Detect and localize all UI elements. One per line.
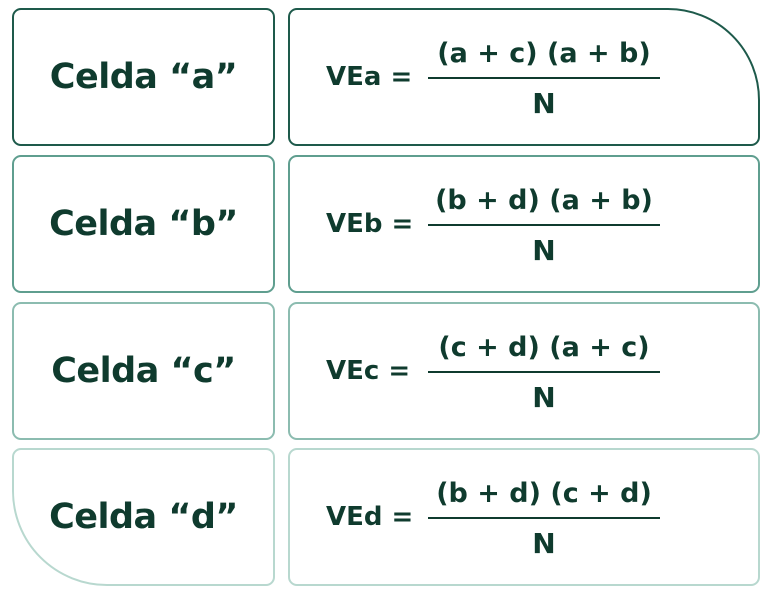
denominator-b: N [532,234,556,267]
formula-lhs-a: VEa = [326,62,413,92]
formula-a: VEa = (a + c) (a + b) N [326,10,660,144]
row-cell-a: Celda “a” VEa = (a + c) (a + b) N [12,8,760,146]
cell-label-b: Celda “b” [49,204,238,244]
cell-label-box-b: Celda “b” [12,155,275,293]
denominator-a: N [532,87,556,120]
denominator-c: N [532,381,556,414]
fraction-d: (b + d) (c + d) N [428,450,660,584]
cell-label-d: Celda “d” [49,497,238,537]
fraction-b: (b + d) (a + b) N [428,157,660,291]
formula-b: VEb = (b + d) (a + b) N [326,157,660,291]
row-cell-b: Celda “b” VEb = (b + d) (a + b) N [12,155,760,293]
fraction-a: (a + c) (a + b) N [428,10,660,144]
fraction-bar-b [428,224,660,226]
formula-box-c: VEc = (c + d) (a + c) N [288,302,760,440]
numerator-a: (a + c) (a + b) [437,38,651,69]
cell-label-box-a: Celda “a” [12,8,275,146]
formula-c: VEc = (c + d) (a + c) N [326,304,660,438]
formula-lhs-b: VEb = [326,209,414,239]
cell-label-box-d: Celda “d” [12,448,275,586]
formula-lhs-c: VEc = [326,356,411,386]
cell-label-box-c: Celda “c” [12,302,275,440]
fraction-c: (c + d) (a + c) N [428,304,660,438]
formula-lhs-d: VEd = [326,502,414,532]
formula-box-b: VEb = (b + d) (a + b) N [288,155,760,293]
row-cell-d: Celda “d” VEd = (b + d) (c + d) N [12,448,760,586]
cell-label-a: Celda “a” [49,57,238,97]
fraction-bar-d [428,517,660,519]
formula-d: VEd = (b + d) (c + d) N [326,450,660,584]
cell-label-c: Celda “c” [51,351,236,391]
fraction-bar-a [428,77,660,79]
denominator-d: N [532,527,556,560]
formula-box-a: VEa = (a + c) (a + b) N [288,8,760,146]
numerator-c: (c + d) (a + c) [438,332,650,363]
numerator-d: (b + d) (c + d) [436,478,652,509]
row-cell-c: Celda “c” VEc = (c + d) (a + c) N [12,302,760,440]
formula-box-d: VEd = (b + d) (c + d) N [288,448,760,586]
numerator-b: (b + d) (a + b) [435,185,653,216]
fraction-bar-c [428,371,660,373]
